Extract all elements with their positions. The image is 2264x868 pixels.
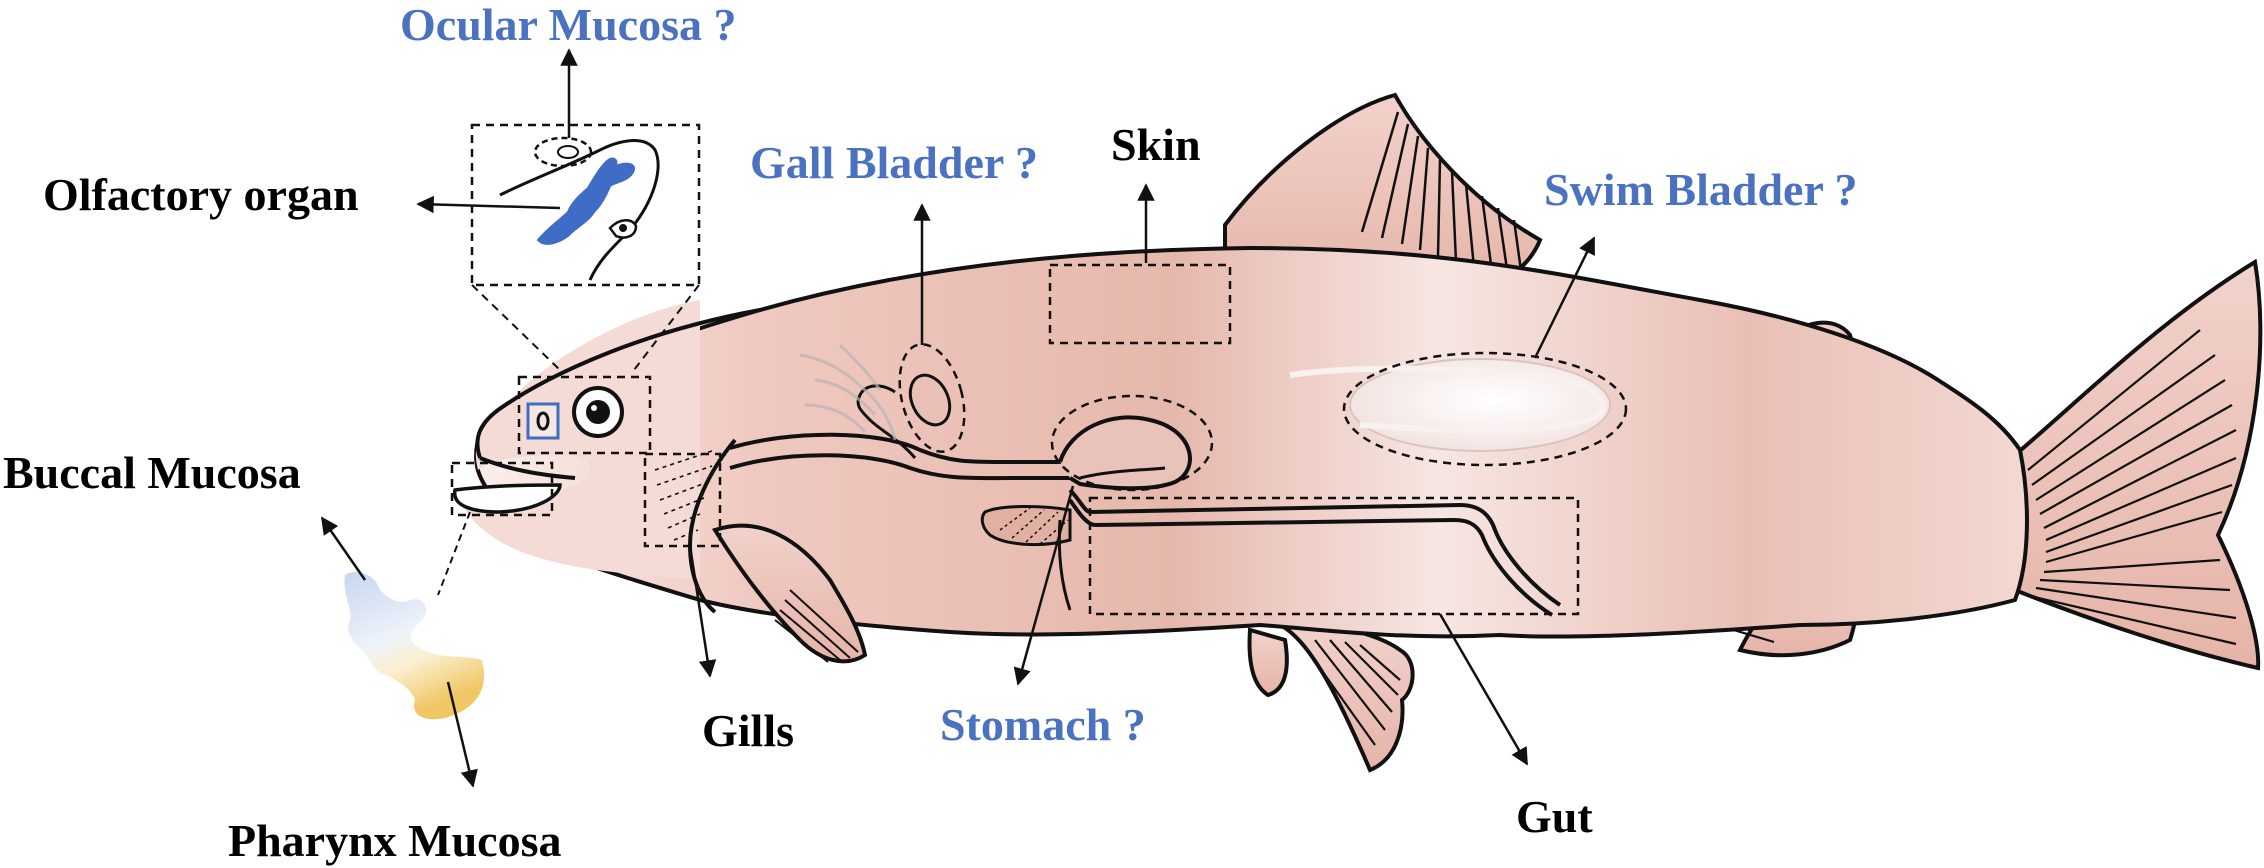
olfactory-organ-shape: [536, 157, 635, 245]
label-skin: Skin: [1111, 119, 1201, 170]
pelvic-fin-small: [1247, 627, 1289, 698]
arrow-stomach: [1013, 485, 1075, 686]
mouth-connector: [437, 511, 471, 596]
inset-eye-dash: [533, 136, 593, 168]
gall-bladder-organ: [908, 373, 952, 427]
arrow-buccal: [320, 516, 367, 581]
label-pharynx-mucosa: Pharynx Mucosa: [228, 815, 562, 866]
inset-pupil: [619, 224, 627, 232]
gills-region-box: [643, 452, 722, 548]
inset-connector-left: [471, 284, 561, 371]
intestine-lower: [1068, 498, 1554, 617]
pupil-highlight: [591, 405, 597, 411]
stomach-inner: [1079, 466, 1166, 480]
arrow-pharynx: [446, 681, 478, 788]
buccal-region-box: [450, 461, 554, 517]
intestine-end: [1057, 519, 1072, 611]
fish-head: [460, 300, 700, 580]
pectoral-fin-rays: [774, 589, 859, 663]
label-ocular-mucosa: Ocular Mucosa ?: [400, 0, 737, 50]
mouth-line: [479, 456, 576, 480]
label-swim-bladder: Swim Bladder ?: [1544, 164, 1858, 215]
gut-region-box: [1088, 496, 1580, 616]
label-gut: Gut: [1516, 791, 1593, 842]
pupil: [586, 400, 610, 424]
inset-eye-small: [557, 145, 579, 159]
olfactory-region-box: [517, 375, 652, 455]
arrow-gills: [688, 545, 717, 678]
label-olfactory-organ: Olfactory organ: [43, 169, 359, 220]
caudal-fin-rays: [2027, 329, 2237, 646]
inset-connector-right: [633, 284, 700, 371]
stomach-organ: [1058, 415, 1192, 491]
snout-outline: [475, 308, 761, 459]
pelvic-fin-rays: [1299, 639, 1401, 746]
fish-body: [474, 245, 2029, 639]
inset-head-outline: [588, 139, 660, 281]
stomach-region: [1050, 394, 1214, 492]
swim-bladder-region: [1342, 351, 1628, 467]
label-stomach: Stomach ?: [940, 699, 1146, 750]
bile-duct: [856, 384, 917, 459]
arrow-swim-bladder: [1533, 236, 1596, 359]
gill-filaments: [654, 449, 716, 541]
intestine-upper: [1068, 488, 1562, 607]
lower-jaw: [453, 483, 562, 514]
liver-vessels: [799, 343, 897, 441]
nostril-box: [526, 402, 560, 440]
label-gills: Gills: [702, 705, 795, 756]
pectoral-fin: [711, 523, 868, 664]
pelvic-fin: [1272, 622, 1415, 773]
nostril: [536, 411, 550, 431]
label-gall-bladder: Gall Bladder ?: [750, 137, 1038, 188]
dorsal-fin-rays: [1360, 111, 1524, 279]
swim-bladder-streak: [1289, 365, 1606, 434]
skin-region-box: [1048, 263, 1232, 345]
label-buccal-mucosa: Buccal Mucosa: [3, 447, 301, 498]
esophagus-lower: [729, 453, 1070, 481]
esophagus: [729, 432, 1070, 464]
mouth-cutout: [344, 571, 485, 720]
caudal-fin: [2013, 258, 2263, 671]
arrow-olfactory: [416, 195, 561, 214]
gall-bladder-region: [898, 343, 966, 453]
arrow-gut: [1438, 613, 1529, 766]
